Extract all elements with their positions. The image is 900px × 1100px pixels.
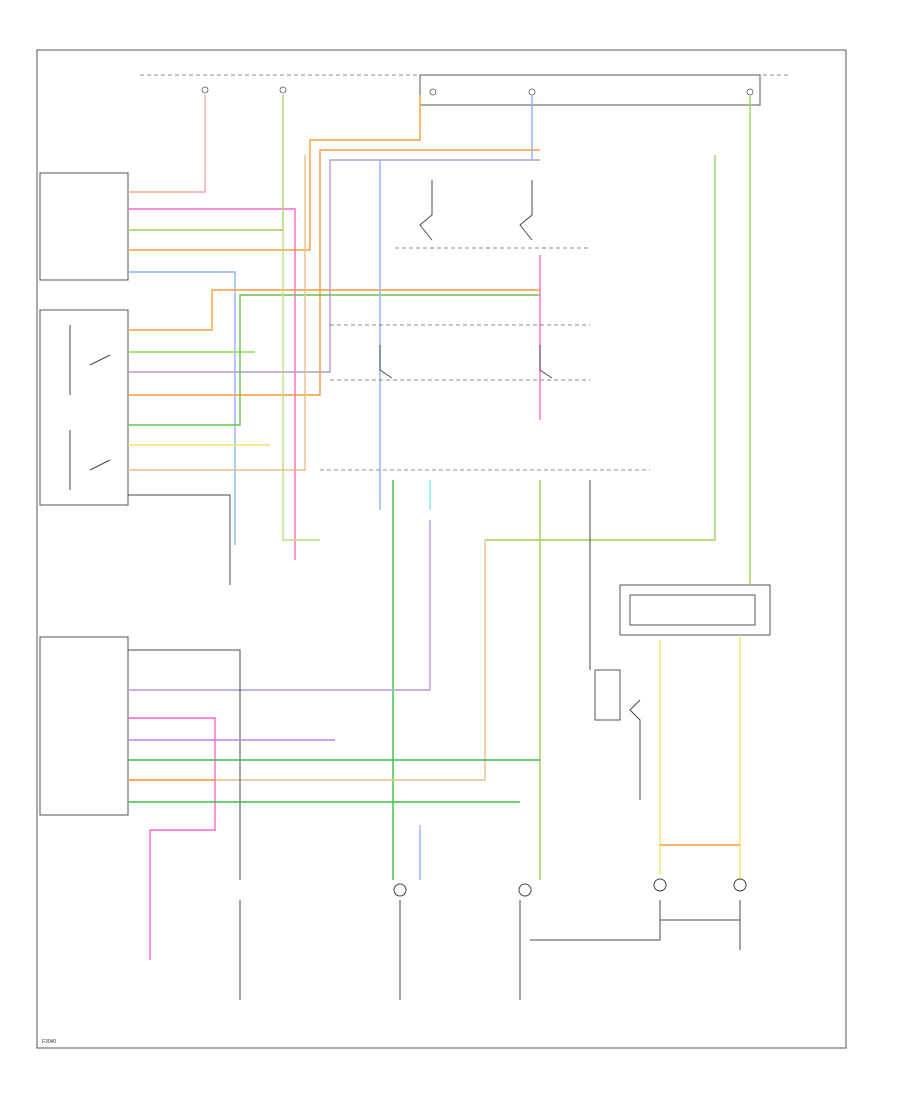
wire-orange-top bbox=[128, 95, 421, 251]
headlamp-switch-box bbox=[39, 309, 129, 506]
relay-switch-right bbox=[629, 699, 641, 800]
wire-black-switch bbox=[128, 494, 231, 585]
wire-blue-top bbox=[128, 271, 236, 545]
fuse-3 bbox=[429, 88, 437, 96]
wire-violet-switch bbox=[128, 159, 540, 373]
wire-tan-mid bbox=[128, 540, 486, 781]
bulb-left-indicator bbox=[653, 878, 667, 892]
wire-red-white-top bbox=[128, 95, 206, 193]
fuses bbox=[201, 86, 754, 96]
footer-code: F3040 bbox=[42, 1039, 56, 1045]
relay-switch-2 bbox=[519, 180, 533, 241]
wire-orange-switch-2 bbox=[128, 149, 540, 396]
control-module-box bbox=[39, 636, 129, 816]
bulb-right-indicator bbox=[733, 878, 747, 892]
bulb-left-headlamp bbox=[393, 883, 407, 897]
fuse-1 bbox=[201, 86, 209, 94]
fuse-4 bbox=[528, 88, 536, 96]
dimmer-module-box bbox=[619, 584, 771, 636]
relay-switch-1 bbox=[419, 180, 433, 241]
wire-pink-top bbox=[128, 208, 296, 560]
wire-red-bottom bbox=[128, 717, 216, 960]
wire-violet-mid bbox=[128, 520, 431, 691]
relay-switch-3 bbox=[379, 345, 393, 379]
switch-contact-2 bbox=[89, 354, 111, 366]
relay-coil-box bbox=[594, 669, 621, 721]
underhood-fuse-box bbox=[419, 74, 761, 106]
bulb-right-headlamp bbox=[518, 883, 532, 897]
relay-switch-4 bbox=[539, 345, 553, 379]
wire-orange-switch bbox=[128, 289, 540, 331]
wire-green-dimmer bbox=[485, 155, 716, 541]
switch-contacts bbox=[69, 325, 111, 490]
diagram-frame bbox=[36, 49, 847, 1049]
bulbs bbox=[393, 878, 747, 897]
fuse-5 bbox=[746, 88, 754, 96]
fuse-2 bbox=[279, 86, 287, 94]
switch-contact-4 bbox=[89, 459, 111, 471]
wire-green-switch-2 bbox=[128, 294, 540, 426]
lighting-module-box bbox=[39, 172, 129, 281]
ground-wire-4 bbox=[530, 900, 661, 941]
wire-black-bottom-1 bbox=[128, 649, 241, 880]
wire-tan-switch bbox=[128, 155, 306, 471]
dimmer-module-inner bbox=[629, 594, 756, 626]
wire-yellow-green-bus bbox=[282, 95, 320, 541]
